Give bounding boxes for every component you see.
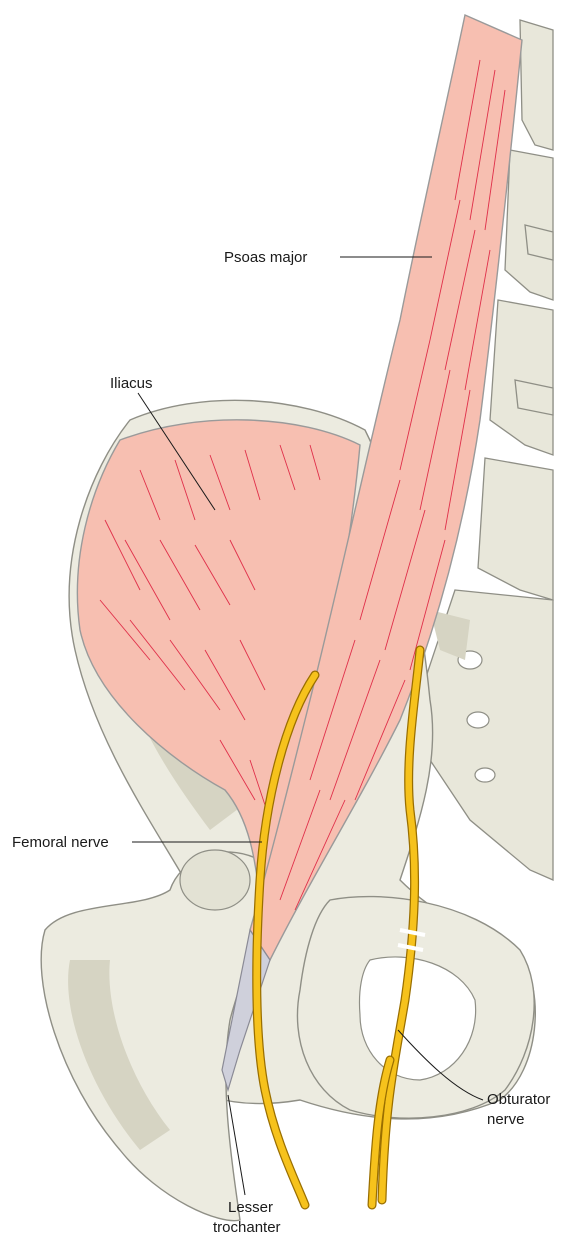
lesser-trochanter-label-line2: trochanter (213, 1219, 281, 1236)
iliacus-label: Iliacus (110, 375, 153, 392)
psoas-major-label: Psoas major (224, 249, 307, 266)
lesser-trochanter-label-line1: Lesser (228, 1199, 273, 1216)
femoral-nerve-label: Femoral nerve (12, 834, 109, 851)
label-psoas-major: Psoas major (224, 249, 432, 266)
obturator-nerve-label-line2: nerve (487, 1111, 525, 1128)
obturator-nerve-label-line1: Obturator (487, 1091, 550, 1108)
